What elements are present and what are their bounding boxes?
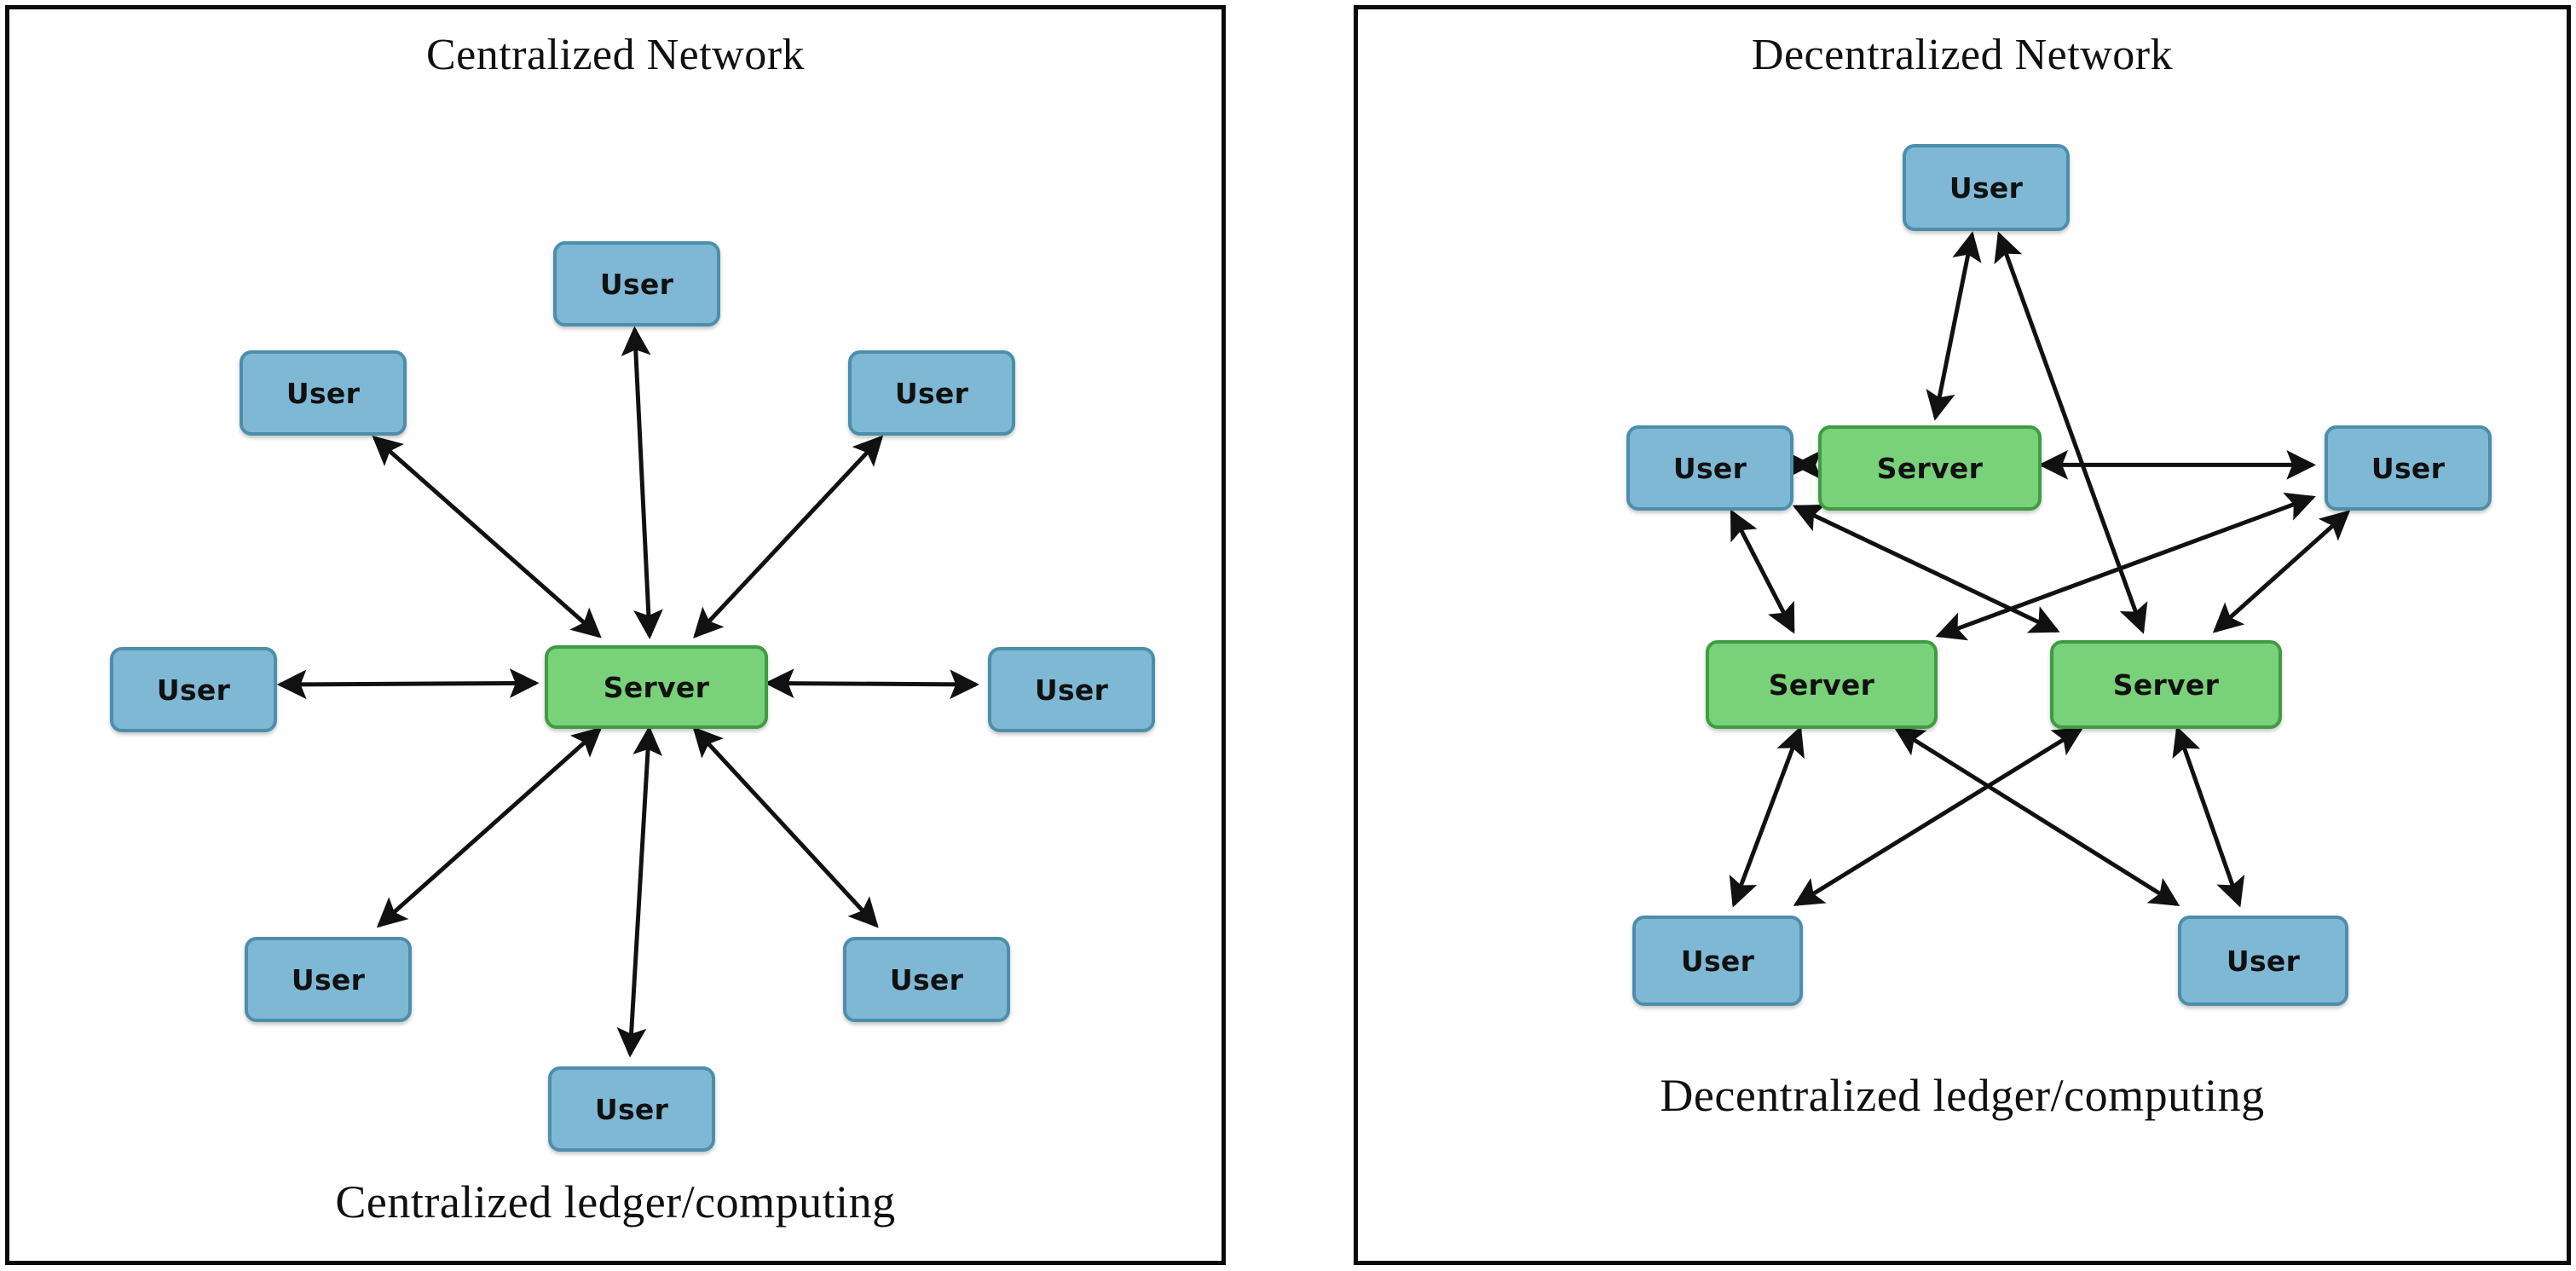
edge-user-mid-right-to-server-left	[1935, 492, 2316, 641]
node-label: Server	[1876, 451, 1984, 485]
node-user-user-mid-right[interactable]: User	[2325, 425, 2492, 511]
node-user-user-top[interactable]: User	[553, 241, 720, 326]
node-label: User	[2371, 451, 2446, 485]
edge-server-right-to-user-bot-left	[1793, 727, 2084, 906]
node-label: User	[889, 962, 964, 997]
panel-title-centralized: Centralized Network	[425, 31, 806, 79]
node-label: Server	[2112, 667, 2220, 702]
panel-caption-centralized: Centralized ledger/computing	[335, 1176, 896, 1228]
edge-server-top-to-user-top	[1926, 231, 1982, 421]
node-label: User	[2226, 944, 2301, 978]
edge-server-right-to-user-bot-right	[2172, 725, 2245, 908]
node-label: User	[894, 376, 969, 410]
node-server-server-right[interactable]: Server	[2050, 640, 2282, 729]
edge-user-bottom-to-server-center	[616, 725, 663, 1058]
node-label: Server	[1768, 667, 1875, 702]
node-user-user-right[interactable]: User	[988, 647, 1155, 732]
node-label: User	[1034, 673, 1109, 707]
edge-user-mid-left-to-server-right	[1792, 504, 2060, 633]
node-label: User	[156, 673, 231, 707]
node-user-user-bottom-right[interactable]: User	[843, 937, 1010, 1022]
node-label: User	[286, 376, 361, 410]
node-label: User	[599, 267, 674, 301]
edge-user-mid-right-to-server-right	[2212, 510, 2351, 633]
node-user-user-bot-right[interactable]: User	[2178, 916, 2348, 1006]
panel-caption-decentralized: Decentralized ledger/computing	[1660, 1070, 2265, 1121]
edge-server-left-to-user-bot-left	[1729, 725, 1805, 908]
edge-user-bottom-right-to-server-center	[692, 726, 879, 928]
node-user-user-left[interactable]: User	[110, 647, 277, 732]
node-user-user-top-left[interactable]: User	[240, 350, 407, 436]
edge-user-top-to-server-center	[621, 326, 663, 639]
node-user-user-top[interactable]: User	[1903, 144, 2070, 231]
edge-server-left-to-user-bot-right	[1893, 727, 2180, 906]
edge-user-left-to-server-center	[276, 668, 540, 700]
node-user-user-bot-left[interactable]: User	[1632, 916, 1803, 1006]
node-label: User	[1680, 944, 1755, 978]
node-label: User	[1672, 451, 1747, 485]
node-server-server-center[interactable]: Server	[545, 645, 768, 729]
node-user-user-bottom[interactable]: User	[548, 1066, 715, 1152]
node-server-server-top[interactable]: Server	[1818, 425, 2042, 511]
node-server-server-left[interactable]: Server	[1706, 640, 1938, 729]
node-label: User	[291, 962, 366, 997]
node-user-user-top-right[interactable]: User	[848, 350, 1015, 436]
node-label: User	[1949, 170, 2024, 205]
node-label: Server	[603, 670, 710, 704]
edge-user-top-right-to-server-center	[693, 435, 884, 638]
edge-user-bottom-left-to-server-center	[376, 726, 603, 928]
node-user-user-mid-left[interactable]: User	[1626, 425, 1793, 511]
panel-title-decentralized: Decentralized Network	[1751, 31, 2174, 79]
edge-user-mid-left-to-server-left	[1730, 509, 1795, 634]
edge-user-right-to-server-center	[764, 668, 979, 700]
node-label: User	[594, 1092, 669, 1126]
node-user-user-bottom-left[interactable]: User	[245, 937, 412, 1022]
edge-user-top-left-to-server-center	[372, 435, 602, 638]
